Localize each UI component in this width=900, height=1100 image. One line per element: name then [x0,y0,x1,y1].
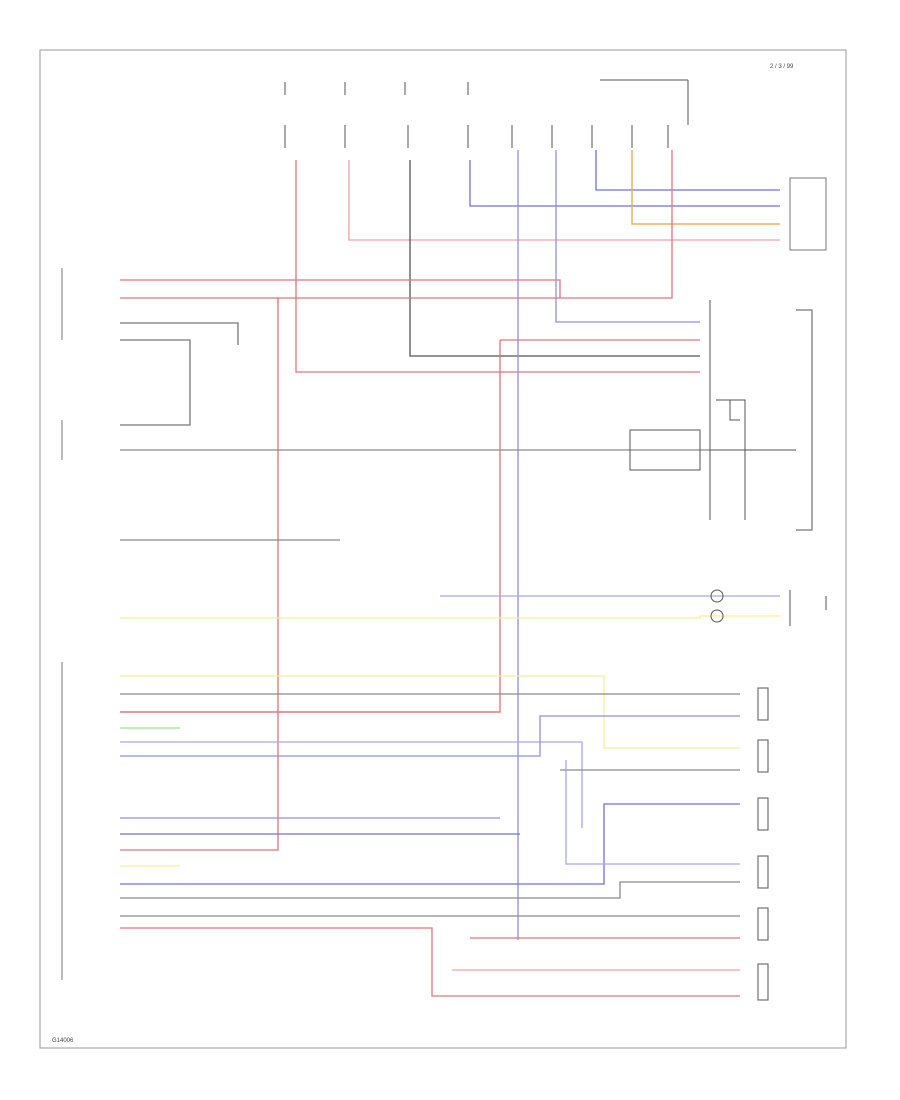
wire-group-top [120,150,780,940]
wire-group-left [120,279,780,851]
wire-red-col1 [295,160,700,373]
wire-yellow-feed [120,615,780,619]
figure-code: G14006 [52,1038,74,1044]
top-connectors [284,79,689,148]
upper-right-connector [789,177,827,251]
wire-blue-col6 [555,150,700,323]
lamp-lower [710,609,724,623]
wire-group-sensors [120,675,740,997]
lamp-upper [710,589,724,603]
sensor-column [710,589,827,1001]
wire-red-diag [120,339,700,713]
wire-black-col3 [409,160,700,357]
sensor-rr [757,855,769,889]
page-frame [39,49,847,1049]
wire-red-feed2 [120,298,279,851]
sensor-lf [757,687,769,721]
page-label: 2 / 3 / 99 [770,64,794,70]
sensor-lr [757,797,769,831]
sensor-5 [757,907,769,941]
wire-red-col9 [120,150,673,299]
wire-blue-col7 [595,150,780,191]
abs-relay-block [629,300,813,531]
sensor-rf [757,739,769,773]
wire-blue-col4 [469,160,780,207]
wire-red-feed1 [120,279,561,298]
wire-pink-col2 [348,160,780,241]
wire-orange-col8 [631,150,780,225]
sensor-6 [757,963,769,1001]
